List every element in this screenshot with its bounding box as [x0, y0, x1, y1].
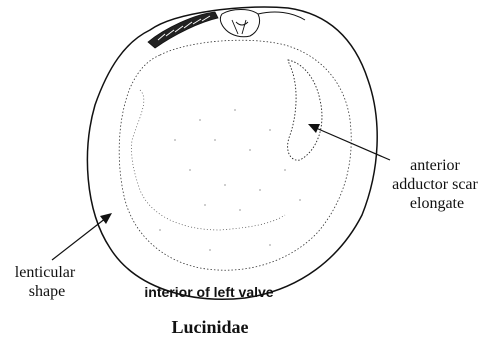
view-label: interior of left valve	[144, 284, 273, 300]
scar-callout-label: anterior adductor scar elongate	[392, 157, 482, 212]
inner-scar-line	[132, 90, 285, 230]
family-label: Lucinidae	[171, 317, 248, 337]
scar-callout-line	[316, 128, 390, 160]
shape-callout-line-2: shape	[29, 283, 65, 300]
shell-outline	[87, 7, 377, 299]
scar-callout-line-3: elongate	[410, 195, 464, 212]
scar-callout-line-2: adductor scar	[392, 176, 478, 193]
hinge-teeth-detail	[232, 20, 248, 34]
shape-callout-label: lenticular shape	[15, 264, 79, 300]
anterior-adductor-scar	[288, 60, 322, 160]
scar-callout-line-1: anterior	[410, 157, 460, 174]
shape-callout-line-1: lenticular	[15, 264, 76, 281]
shape-callout-arrowhead	[100, 213, 112, 224]
umbo-ridge	[258, 12, 305, 20]
pallial-line	[119, 40, 351, 270]
shape-callout-line	[52, 218, 106, 260]
hinge-teeth	[220, 10, 259, 37]
